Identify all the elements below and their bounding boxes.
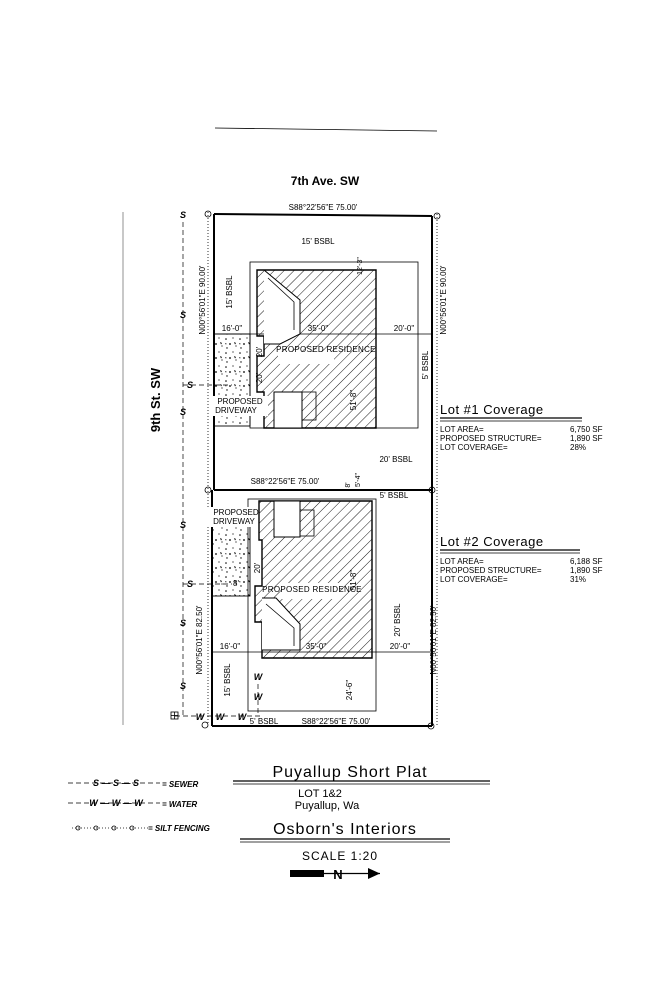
svg-text:W: W xyxy=(254,692,264,702)
lot2-coverage-table: Lot #2 Coverage LOT AREA= 6,188 SF PROPO… xyxy=(440,534,603,584)
svg-text:S: S xyxy=(187,579,193,589)
lot2-west-setback: 15' BSBL xyxy=(223,663,232,697)
lot2-driveway: PROPOSED DRIVEWAY xyxy=(206,507,268,597)
lot2-east-bearing: N00°56'01"E 82.50' xyxy=(429,605,438,675)
lot2-dim-rear: 24'-6" xyxy=(345,680,354,701)
lot1-coverage-title: Lot #1 Coverage xyxy=(440,402,544,417)
lot1-east-bearing: N00°56'01"E 90.00' xyxy=(439,265,448,335)
lot2-residence: PROPOSED RESIDENCE xyxy=(254,500,373,659)
svg-text:6,750 SF: 6,750 SF xyxy=(570,425,603,434)
lot2-residence-label: PROPOSED RESIDENCE xyxy=(262,585,362,594)
lot1-dim-depth: 51'-8" xyxy=(349,390,358,411)
scale-label: SCALE 1:20 xyxy=(302,849,378,863)
lot1-residence-label: PROPOSED RESIDENCE xyxy=(276,345,376,354)
lot1-dim-top: 12'-3" xyxy=(357,257,364,275)
lot1-dim-20-vert: 20' xyxy=(255,346,264,357)
lot-number: LOT 1&2 xyxy=(298,788,342,800)
title-block: Puyallup Short Plat LOT 1&2 Puyallup, Wa… xyxy=(233,764,490,863)
svg-text:PROPOSED STRUCTURE=: PROPOSED STRUCTURE= xyxy=(440,566,542,575)
lot1-west-setback: 15' BSBL xyxy=(225,275,234,309)
lot1-driveway: PROPOSED DRIVEWAY xyxy=(212,333,268,427)
svg-text:LOT AREA=: LOT AREA= xyxy=(440,425,484,434)
lot1-coverage-table: Lot #1 Coverage LOT AREA= 6,750 SF PROPO… xyxy=(440,402,603,452)
legend-water-symbol: W — W — W xyxy=(89,798,144,808)
lot1-residence: PROPOSED RESIDENCE xyxy=(256,269,377,429)
lot2-dim-8: 8' xyxy=(233,579,239,588)
lot2-dim-16: 16'-0" xyxy=(220,642,241,651)
lot1-dim-35: 35'-0" xyxy=(308,324,329,333)
svg-text:31%: 31% xyxy=(570,575,586,584)
svg-text:PROPOSED STRUCTURE=: PROPOSED STRUCTURE= xyxy=(440,434,542,443)
svg-text:6,188 SF: 6,188 SF xyxy=(570,557,603,566)
lot2-dim-20: 20'-0" xyxy=(390,642,411,651)
svg-text:LOT COVERAGE=: LOT COVERAGE= xyxy=(440,575,508,584)
lot2-south-bearing: S88°22'56"E 75.00' xyxy=(302,717,371,726)
lot2-west-bearing: N00°56'01"E 82.50' xyxy=(195,605,204,675)
lot1-small-dim: 5'-4" xyxy=(355,473,362,487)
project-title: Puyallup Short Plat xyxy=(272,764,427,781)
lot1-dim-16: 16'-0" xyxy=(222,324,243,333)
svg-text:S: S xyxy=(180,681,186,691)
svg-text:W: W xyxy=(216,712,226,722)
lot2-coverage-title: Lot #2 Coverage xyxy=(440,534,544,549)
legend: S — S — S = SEWER W — W — W = WATER = SI… xyxy=(68,778,210,833)
svg-text:S: S xyxy=(180,407,186,417)
lot1-driveway-label-2: DRIVEWAY xyxy=(215,406,257,415)
lot2-driveway-label-2: DRIVEWAY xyxy=(213,517,255,526)
svg-text:S: S xyxy=(180,520,186,530)
lot2-south-setback: 5' BSBL xyxy=(250,717,279,726)
city-label: Puyallup, Wa xyxy=(295,800,360,812)
svg-text:28%: 28% xyxy=(570,443,586,452)
svg-text:N: N xyxy=(333,867,342,882)
lot1-west-bearing: N00°56'01"E 90.00' xyxy=(198,265,207,335)
lot1-dim-20: 20'-0" xyxy=(394,324,415,333)
legend-water-label: = WATER xyxy=(162,800,197,809)
svg-text:LOT AREA=: LOT AREA= xyxy=(440,557,484,566)
lot1-driveway-label-1: PROPOSED xyxy=(217,397,263,406)
legend-sewer-symbol: S — S — S xyxy=(93,778,139,788)
lot2-driveway-label-1: PROPOSED xyxy=(213,508,259,517)
water-line: W W W W W xyxy=(170,672,264,722)
north-street-label: 7th Ave. SW xyxy=(291,174,360,188)
svg-text:W: W xyxy=(254,672,264,682)
lot1-rear-setback: 20' BSBL xyxy=(379,455,413,464)
svg-text:1,890 SF: 1,890 SF xyxy=(570,434,603,443)
svg-text:S: S xyxy=(180,310,186,320)
lot2-north-setback: 5' BSBL xyxy=(380,491,409,500)
legend-sewer-label: = SEWER xyxy=(162,780,198,789)
lot2-dim-20-vert: 20' xyxy=(253,562,262,573)
lot1-east-setback: 5' BSBL xyxy=(421,350,430,379)
silt-fence xyxy=(201,210,441,730)
svg-text:W: W xyxy=(238,712,248,722)
svg-text:W: W xyxy=(196,712,206,722)
lot1-south-bearing: S88°22'56"E 75.00' xyxy=(251,477,320,486)
svg-text:S: S xyxy=(187,380,193,390)
company-name: Osborn's Interiors xyxy=(273,821,417,838)
svg-text:LOT COVERAGE=: LOT COVERAGE= xyxy=(440,443,508,452)
lot1-front-setback: 15' BSBL xyxy=(301,237,335,246)
svg-text:S: S xyxy=(180,210,186,220)
legend-silt-label: = SILT FENCING xyxy=(148,824,210,833)
svg-text:1,890 SF: 1,890 SF xyxy=(570,566,603,575)
top-border-line xyxy=(214,127,438,132)
lot2-rear-setback: 20' BSBL xyxy=(393,603,402,637)
lot2-dim-35: 35'-0" xyxy=(306,642,327,651)
west-street-label: 9th St. SW xyxy=(148,367,163,432)
lot2-dim-depth: 51'-8" xyxy=(349,570,358,591)
north-arrow-icon: N xyxy=(290,867,380,882)
lot1-dim-20b: 20' xyxy=(255,372,264,383)
lot1-small-dim2: 8' xyxy=(345,482,352,487)
svg-text:S: S xyxy=(180,618,186,628)
lot1-north-bearing: S88°22'56"E 75.00' xyxy=(289,203,358,212)
